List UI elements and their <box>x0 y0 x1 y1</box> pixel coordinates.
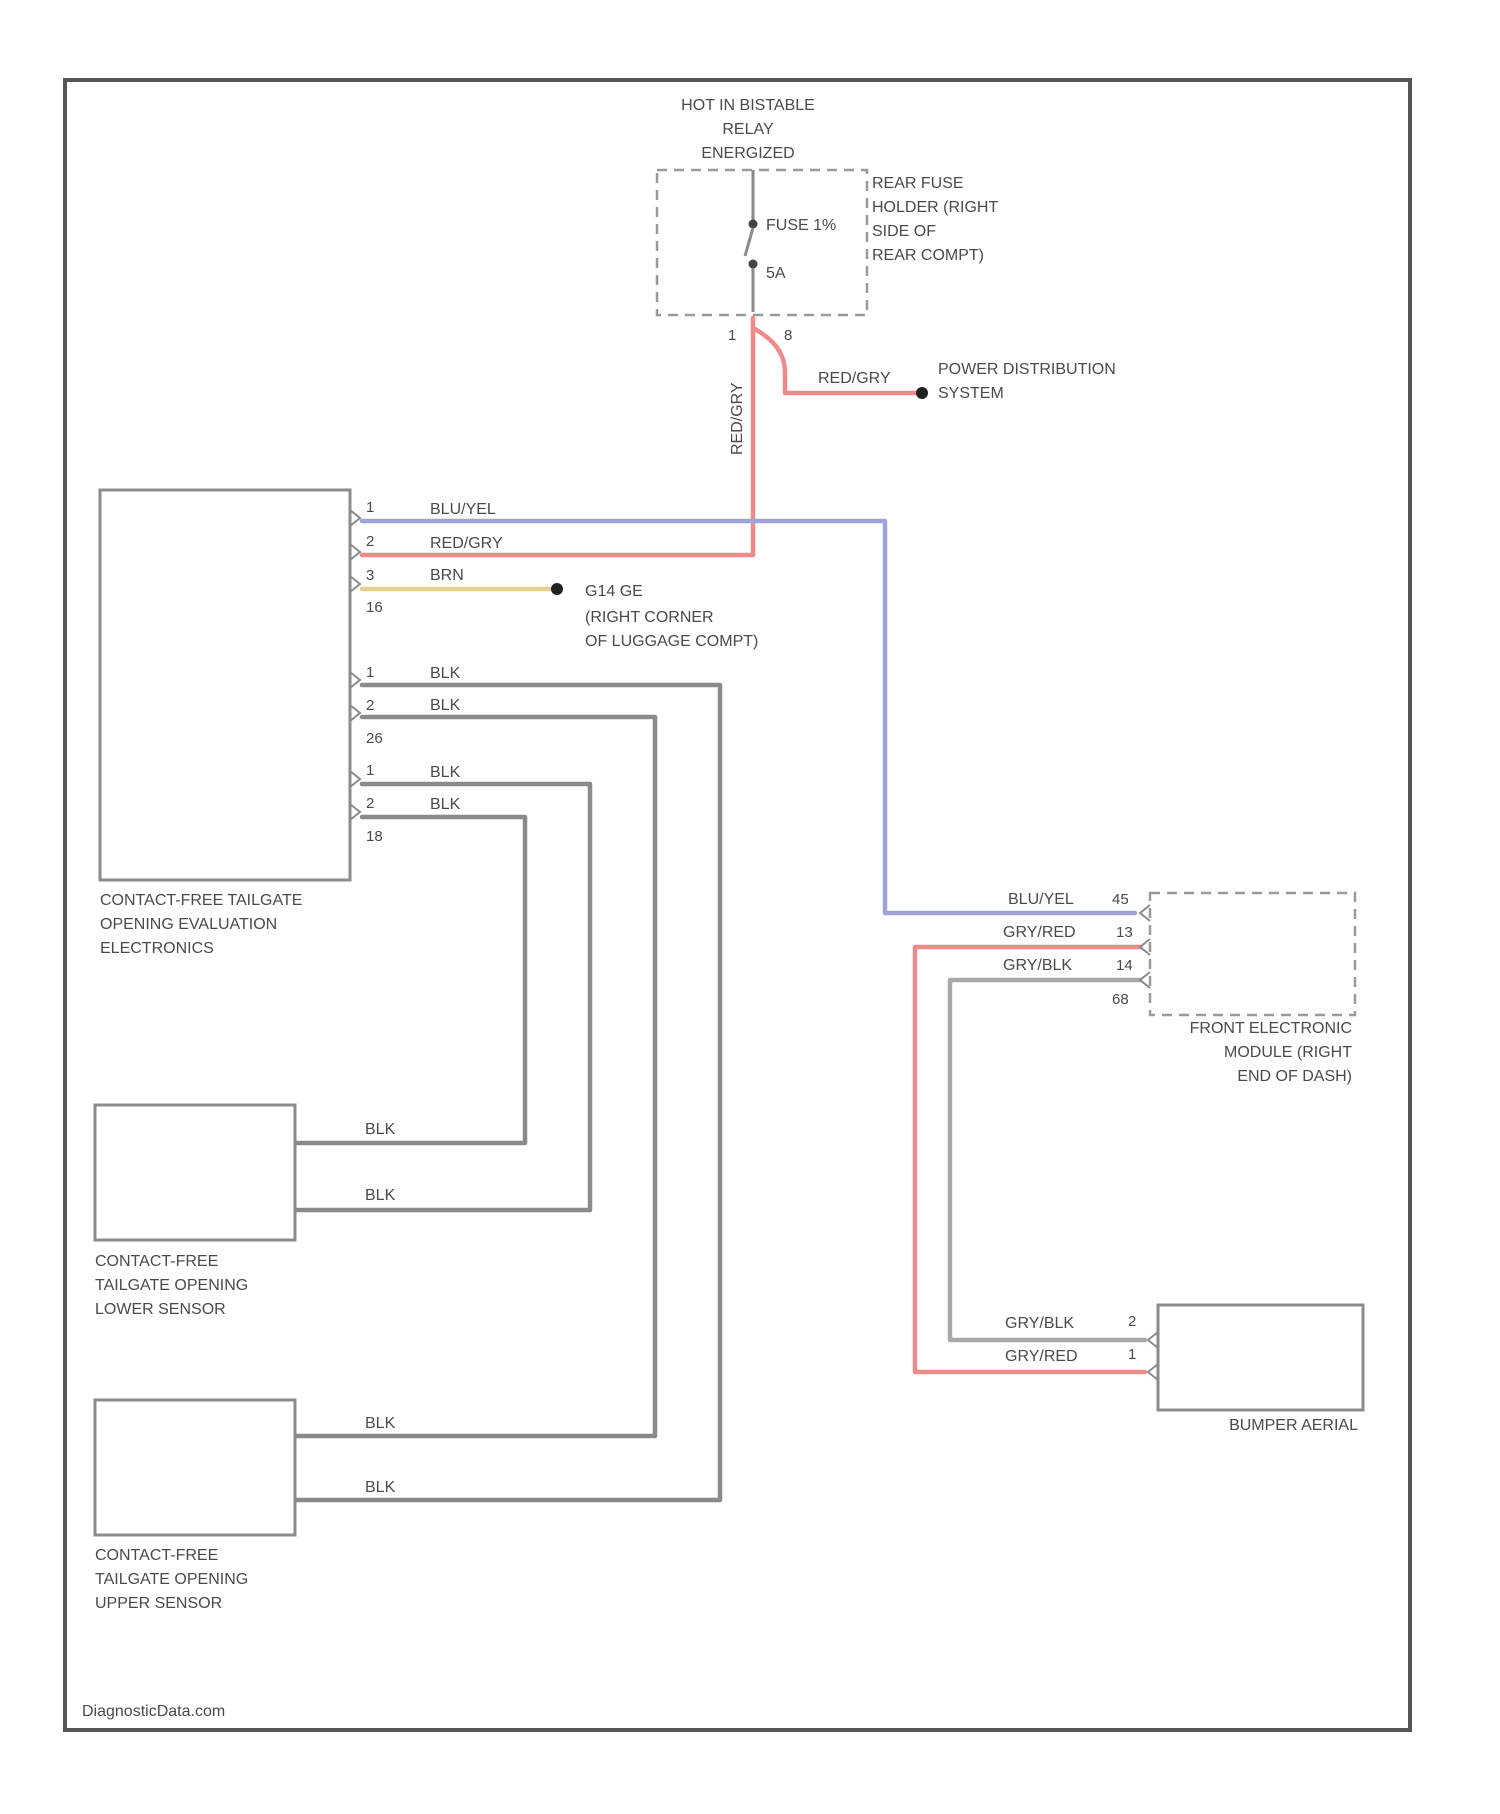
lower-sensor-box <box>95 1105 295 1240</box>
evaluation-module-box <box>100 490 350 880</box>
lower-sensor-wire-1: BLK <box>365 1121 396 1138</box>
upper-sensor-line-1: CONTACT-FREE <box>95 1547 218 1564</box>
front-electronic-module-box <box>1150 893 1355 1015</box>
eval-wire-red-gry: RED/GRY <box>430 535 503 552</box>
relay-hot-line-2: RELAY <box>722 121 774 138</box>
fuse-holder-line-2: HOLDER (RIGHT <box>872 199 998 216</box>
upper-sensor-line-3: UPPER SENSOR <box>95 1595 222 1612</box>
eval-wire-blk-3: BLK <box>430 764 461 781</box>
eval-wire-blk-2: BLK <box>430 697 461 714</box>
eval-pin-1b: 1 <box>366 664 374 681</box>
relay-hot-line-1: HOT IN BISTABLE <box>681 97 815 114</box>
ground-location-line-1: (RIGHT CORNER <box>585 609 714 626</box>
front-module-connector-ticks <box>1140 905 1150 988</box>
eval-pin-2a: 2 <box>366 533 374 550</box>
fem-pin-13: 13 <box>1116 924 1133 941</box>
fuse-amps: 5A <box>766 265 786 282</box>
fem-pin-14: 14 <box>1116 957 1133 974</box>
fuse-holder-label: REAR FUSE HOLDER (RIGHT SIDE OF REAR COM… <box>872 175 998 264</box>
fem-pin-45: 45 <box>1112 891 1129 908</box>
eval-pin-26: 26 <box>366 730 383 747</box>
fem-wire-gry-red: GRY/RED <box>1003 924 1076 941</box>
vertical-red-gry-label: RED/GRY <box>729 382 746 455</box>
ground-id: G14 GE <box>585 583 643 600</box>
fuse-name: FUSE 1% <box>766 217 836 234</box>
evaluation-module-wire-labels: BLU/YEL RED/GRY BRN BLK BLK BLK BLK <box>430 501 503 813</box>
lower-sensor-line-3: LOWER SENSOR <box>95 1301 226 1318</box>
front-module-wire-labels: BLU/YEL GRY/RED GRY/BLK <box>1003 891 1076 974</box>
bumper-aerial-label: BUMPER AERIAL <box>1229 1417 1358 1434</box>
eval-wire-blu-yel: BLU/YEL <box>430 501 496 518</box>
fuse-pin-right: 8 <box>784 327 792 344</box>
aerial-wire-gry-red: GRY/RED <box>1005 1348 1078 1365</box>
lower-sensor-label: CONTACT-FREE TAILGATE OPENING LOWER SENS… <box>95 1253 248 1318</box>
power-dest-line-1: POWER DISTRIBUTION <box>938 361 1116 378</box>
fem-wire-gry-blk: GRY/BLK <box>1003 957 1072 974</box>
fem-wire-blu-yel: BLU/YEL <box>1008 891 1074 908</box>
eval-pin-3: 3 <box>366 567 374 584</box>
fem-label-line-1: FRONT ELECTRONIC <box>1190 1020 1352 1037</box>
upper-sensor-line-2: TAILGATE OPENING <box>95 1571 248 1588</box>
fem-pin-68: 68 <box>1112 991 1129 1008</box>
fuse-symbol <box>745 170 758 312</box>
lower-sensor-wire-2: BLK <box>365 1187 396 1204</box>
power-distribution-connector <box>916 387 928 399</box>
eval-label-line-2: OPENING EVALUATION <box>100 916 277 933</box>
front-module-label: FRONT ELECTRONIC MODULE (RIGHT END OF DA… <box>1190 1020 1353 1085</box>
wire-gry-blk-aerial <box>950 980 1145 1340</box>
eval-wire-brn: BRN <box>430 567 464 584</box>
bumper-aerial-box <box>1158 1305 1363 1410</box>
fuse-holder-line-1: REAR FUSE <box>872 175 964 192</box>
power-dest-line-2: SYSTEM <box>938 385 1004 402</box>
evaluation-module-label: CONTACT-FREE TAILGATE OPENING EVALUATION… <box>100 892 302 957</box>
eval-pin-18: 18 <box>366 828 383 845</box>
evaluation-module-pins: 1 2 3 16 1 2 26 1 2 18 <box>366 499 383 845</box>
relay-hot-line-3: ENERGIZED <box>701 145 794 162</box>
aerial-pin-2: 2 <box>1128 1313 1136 1330</box>
upper-sensor-wire-2: BLK <box>365 1479 396 1496</box>
eval-pin-2b: 2 <box>366 697 374 714</box>
fuse-holder-line-3: SIDE OF <box>872 223 936 240</box>
upper-sensor-label: CONTACT-FREE TAILGATE OPENING UPPER SENS… <box>95 1547 248 1612</box>
fem-label-line-2: MODULE (RIGHT <box>1224 1044 1352 1061</box>
ground-connector <box>551 583 563 595</box>
eval-pin-16: 16 <box>366 599 383 616</box>
fuse-holder-line-4: REAR COMPT) <box>872 247 984 264</box>
eval-wire-blk-1: BLK <box>430 665 461 682</box>
upper-sensor-wire-1: BLK <box>365 1415 396 1432</box>
fem-label-line-3: END OF DASH) <box>1237 1068 1352 1085</box>
lower-sensor-line-2: TAILGATE OPENING <box>95 1277 248 1294</box>
upper-sensor-box <box>95 1400 295 1535</box>
eval-label-line-1: CONTACT-FREE TAILGATE <box>100 892 302 909</box>
rear-fuse-holder-box <box>657 170 867 315</box>
lower-sensor-line-1: CONTACT-FREE <box>95 1253 218 1270</box>
aerial-wire-gry-blk: GRY/BLK <box>1005 1315 1074 1332</box>
relay-hot-label: HOT IN BISTABLE RELAY ENERGIZED <box>681 97 815 162</box>
eval-wire-blk-4: BLK <box>430 796 461 813</box>
power-wire-label: RED/GRY <box>818 370 891 387</box>
watermark: DiagnosticData.com <box>82 1703 225 1720</box>
aerial-pin-1: 1 <box>1128 1346 1136 1363</box>
ground-label: G14 GE (RIGHT CORNER OF LUGGAGE COMPT) <box>585 583 758 650</box>
front-module-pins: 45 13 14 68 <box>1112 891 1133 1008</box>
fuse-pin-left: 1 <box>728 327 736 344</box>
eval-pin-1a: 1 <box>366 499 374 516</box>
eval-pin-2c: 2 <box>366 795 374 812</box>
eval-pin-1c: 1 <box>366 762 374 779</box>
ground-location-line-2: OF LUGGAGE COMPT) <box>585 633 758 650</box>
eval-label-line-3: ELECTRONICS <box>100 940 214 957</box>
